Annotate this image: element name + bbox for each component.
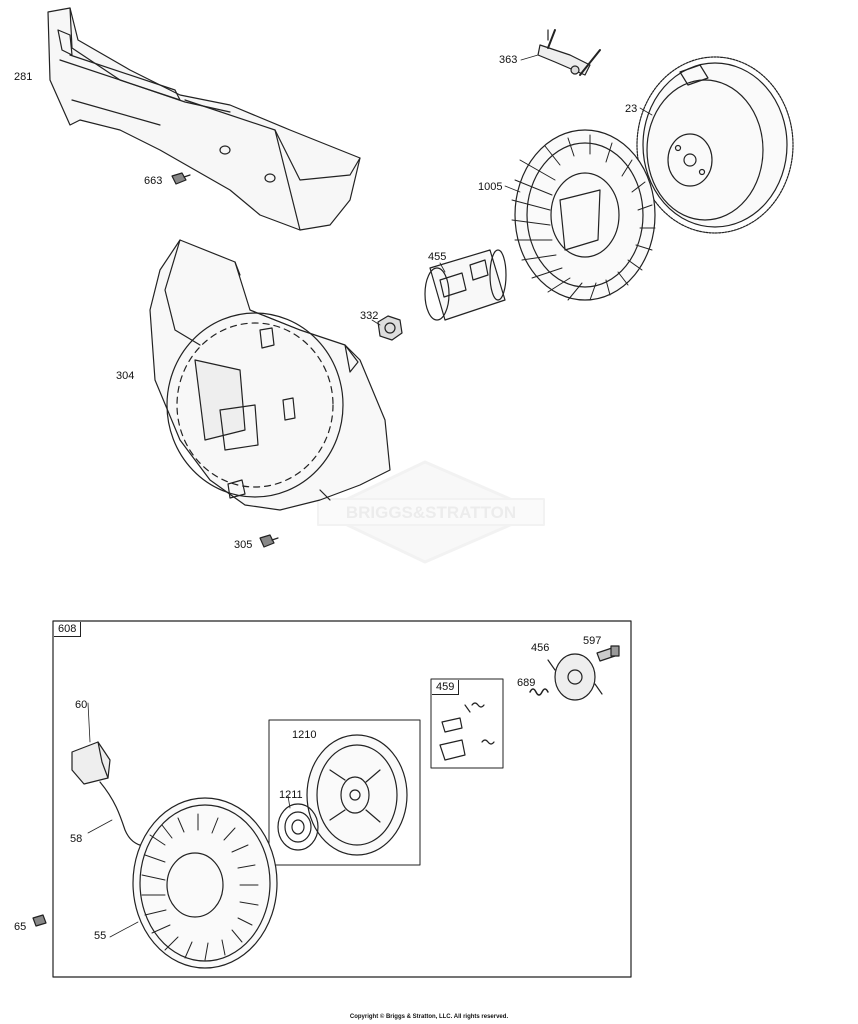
callout-58: 58	[70, 833, 83, 845]
part-689-spring	[529, 688, 549, 696]
part-1210-pulley	[306, 734, 408, 856]
part-456-pawl-plate	[547, 653, 603, 701]
part-65-bolt	[32, 914, 47, 927]
callout-305: 305	[234, 539, 253, 551]
callout-455: 455	[428, 251, 447, 263]
assembly-459-box	[430, 678, 504, 769]
callout-65: 65	[14, 921, 27, 933]
brand-watermark: BRIGGS&STRATTON	[317, 460, 545, 564]
callout-304: 304	[116, 370, 135, 382]
part-1211-spring	[277, 803, 319, 851]
callout-332: 332	[360, 310, 379, 322]
callout-608: 608	[54, 622, 82, 637]
part-332-nut	[377, 315, 403, 341]
callout-281: 281	[14, 71, 33, 83]
copyright-notice: Copyright © Briggs & Stratton, LLC. All …	[349, 1014, 509, 1020]
part-363-clamp	[537, 29, 601, 76]
callout-597: 597	[583, 635, 602, 647]
callout-459: 459	[432, 680, 460, 695]
part-60-starter-handle	[71, 741, 111, 785]
watermark-text: BRIGGS&STRATTON	[346, 503, 516, 522]
part-459-pawl-kit	[439, 702, 495, 761]
callout-1210: 1210	[292, 729, 317, 741]
callout-55: 55	[94, 930, 107, 942]
callout-1005: 1005	[478, 181, 503, 193]
assembly-608-box	[52, 620, 632, 978]
callout-60: 60	[75, 699, 88, 711]
part-455-starter-cup	[424, 249, 507, 321]
part-23-flywheel	[636, 56, 794, 234]
callout-1211: 1211	[279, 789, 303, 801]
part-281-bracket	[47, 7, 361, 231]
callout-663: 663	[144, 175, 163, 187]
part-1005-fan	[511, 129, 656, 301]
part-304-blower-housing	[149, 239, 391, 511]
callout-456: 456	[531, 642, 550, 654]
leader-lines	[87, 54, 653, 938]
callout-23: 23	[625, 103, 638, 115]
assembly-1210-box	[268, 719, 421, 866]
part-58-starter-rope	[99, 781, 151, 847]
callout-689: 689	[517, 677, 536, 689]
part-55-recoil-housing	[132, 797, 278, 969]
part-305-bolt	[259, 534, 279, 548]
callout-363: 363	[499, 54, 518, 66]
part-663-bolt	[171, 172, 191, 185]
part-597-screw	[596, 645, 620, 662]
